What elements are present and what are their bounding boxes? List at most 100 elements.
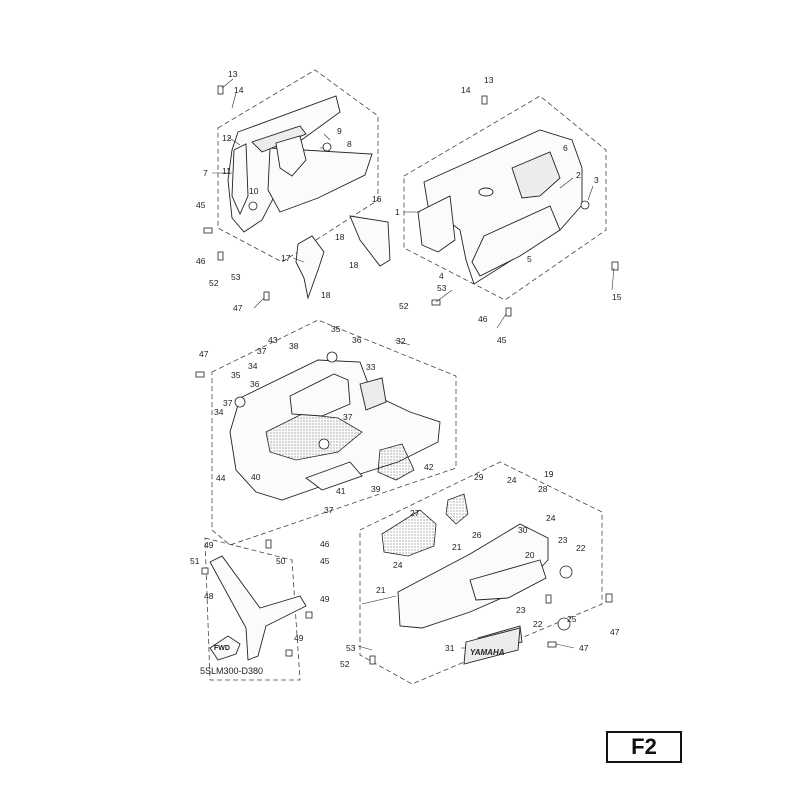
callout-19: 19 bbox=[544, 469, 554, 479]
callout-31: 31 bbox=[445, 643, 455, 653]
callout-48: 48 bbox=[204, 591, 214, 601]
callout-41: 41 bbox=[336, 486, 346, 496]
callout-40: 40 bbox=[251, 472, 261, 482]
callout-53-a: 53 bbox=[231, 272, 241, 282]
callout-5: 5 bbox=[527, 254, 532, 264]
drawing-code: 5SLM300-D380 bbox=[200, 666, 264, 676]
callout-32: 32 bbox=[396, 336, 406, 346]
fwd-arrow-icon: FWD bbox=[209, 635, 241, 661]
callout-38: 38 bbox=[289, 341, 299, 351]
callout-39: 39 bbox=[371, 484, 381, 494]
right-fairing-group-outline bbox=[403, 95, 607, 301]
callout-28: 28 bbox=[538, 484, 548, 494]
callout-7: 7 bbox=[203, 168, 208, 178]
callout-49-c: 49 bbox=[294, 633, 304, 643]
callout-47-b: 47 bbox=[199, 349, 209, 359]
callout-29: 29 bbox=[474, 472, 484, 482]
callout-22-a: 22 bbox=[576, 543, 586, 553]
left-side-fairing bbox=[227, 95, 373, 233]
callout-34-b: 34 bbox=[214, 407, 224, 417]
page-tag: F2 bbox=[606, 731, 682, 763]
callout-14-right: 14 bbox=[461, 85, 471, 95]
callout-47-c: 47 bbox=[610, 627, 620, 637]
callout-49-a: 49 bbox=[204, 540, 214, 550]
callout-25: 25 bbox=[567, 614, 577, 624]
callout-22-b: 22 bbox=[533, 619, 543, 629]
callout-leaders bbox=[212, 78, 615, 651]
right-side-fairing bbox=[417, 129, 590, 285]
callout-52-c: 52 bbox=[340, 659, 350, 669]
callout-26: 26 bbox=[472, 530, 482, 540]
callout-21-a: 21 bbox=[452, 542, 462, 552]
callout-13-right: 13 bbox=[484, 75, 494, 85]
callout-24-a: 24 bbox=[507, 475, 517, 485]
callout-45-b: 45 bbox=[497, 335, 507, 345]
fairing-bracket-48 bbox=[209, 555, 307, 661]
callout-18-a: 18 bbox=[335, 232, 345, 242]
brand-label: YAMAHA bbox=[470, 648, 505, 657]
callout-45-c: 45 bbox=[320, 556, 330, 566]
callout-10: 10 bbox=[249, 186, 259, 196]
callout-52-b: 52 bbox=[399, 301, 409, 311]
callout-53-c: 53 bbox=[346, 643, 356, 653]
callout-46-c: 46 bbox=[320, 539, 330, 549]
callout-17: 17 bbox=[281, 253, 291, 263]
callout-13-left: 13 bbox=[228, 69, 238, 79]
callout-47-a: 47 bbox=[233, 303, 243, 313]
yamaha-emblem: YAMAHA bbox=[463, 627, 521, 665]
callout-9: 9 bbox=[337, 126, 342, 136]
callout-18-b: 18 bbox=[349, 260, 359, 270]
callout-20: 20 bbox=[525, 550, 535, 560]
callout-14-left: 14 bbox=[234, 85, 244, 95]
callout-53-b: 53 bbox=[437, 283, 447, 293]
callout-12: 12 bbox=[222, 133, 232, 143]
callout-42: 42 bbox=[424, 462, 434, 472]
callout-45-a: 45 bbox=[196, 200, 206, 210]
callout-8: 8 bbox=[347, 139, 352, 149]
callout-35-a: 35 bbox=[331, 324, 341, 334]
callout-43: 43 bbox=[268, 335, 278, 345]
callout-49-b: 49 bbox=[320, 594, 330, 604]
callout-2: 2 bbox=[576, 170, 581, 180]
callout-44: 44 bbox=[216, 473, 226, 483]
callout-6: 6 bbox=[563, 143, 568, 153]
callout-51: 51 bbox=[190, 556, 200, 566]
fairing-stay-16 bbox=[349, 215, 391, 267]
callout-3: 3 bbox=[594, 175, 599, 185]
fastener-set bbox=[195, 85, 619, 665]
callout-24-b: 24 bbox=[546, 513, 556, 523]
callout-50: 50 bbox=[276, 556, 286, 566]
left-fairing-group-outline bbox=[217, 69, 379, 263]
callout-labels: 1 2 3 4 5 6 7 8 9 10 11 12 13 14 13 14 1… bbox=[190, 69, 622, 669]
callout-15: 15 bbox=[612, 292, 622, 302]
callout-34-a: 34 bbox=[248, 361, 258, 371]
callout-47-d: 47 bbox=[579, 643, 589, 653]
callout-23-b: 23 bbox=[516, 605, 526, 615]
callout-46-a: 46 bbox=[196, 256, 206, 266]
callout-52-a: 52 bbox=[209, 278, 219, 288]
callout-24-c: 24 bbox=[393, 560, 403, 570]
callout-37-a: 37 bbox=[257, 346, 267, 356]
callout-36-b: 36 bbox=[250, 379, 260, 389]
callout-23-a: 23 bbox=[558, 535, 568, 545]
callout-33: 33 bbox=[366, 362, 376, 372]
callout-36-a: 36 bbox=[352, 335, 362, 345]
callout-37-c: 37 bbox=[343, 412, 353, 422]
callout-16: 16 bbox=[372, 194, 382, 204]
callout-37-d: 37 bbox=[324, 505, 334, 515]
callout-21-b: 21 bbox=[376, 585, 386, 595]
callout-46-b: 46 bbox=[478, 314, 488, 324]
callout-27: 27 bbox=[410, 508, 420, 518]
callout-4: 4 bbox=[439, 271, 444, 281]
callout-18-c: 18 bbox=[321, 290, 331, 300]
callout-30: 30 bbox=[518, 525, 528, 535]
fairing-brace-17 bbox=[295, 235, 325, 300]
callout-1: 1 bbox=[395, 207, 400, 217]
fwd-label: FWD bbox=[214, 645, 230, 652]
lower-cowl-group-outline bbox=[359, 461, 603, 685]
callout-11: 11 bbox=[222, 166, 231, 176]
callout-35-b: 35 bbox=[231, 370, 241, 380]
bracket-group-outline bbox=[204, 537, 301, 681]
under-cowl bbox=[229, 351, 441, 501]
